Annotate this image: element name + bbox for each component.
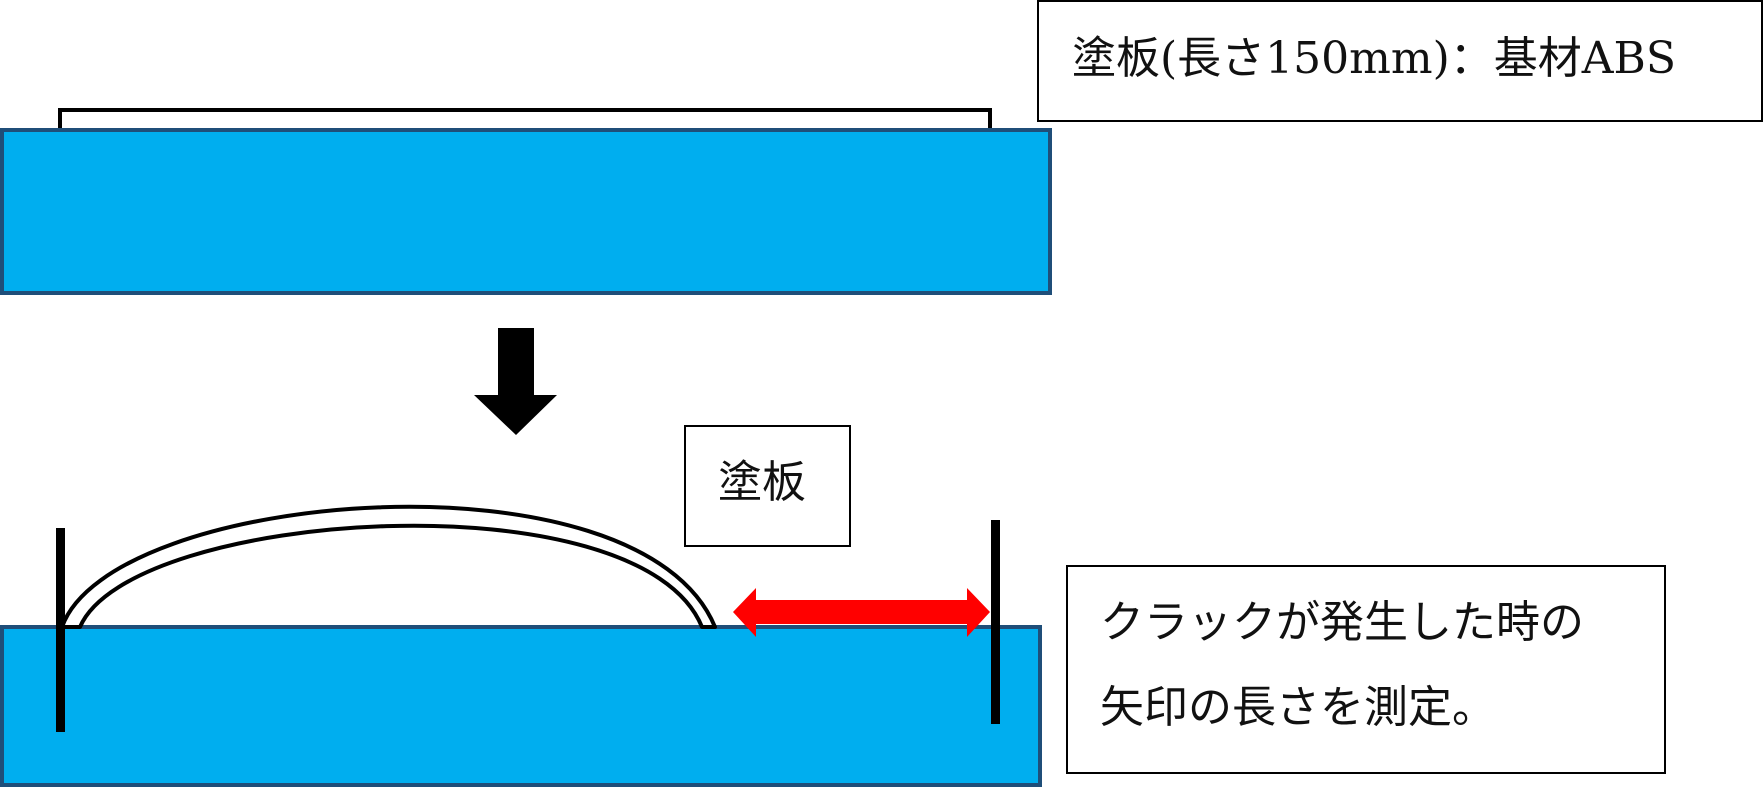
plate-spec-label: 塗板(長さ150mm)：基材ABS: [1072, 33, 1676, 84]
right-clamp-post: [991, 520, 1000, 724]
measurement-note-line1: クラックが発生した時の: [1100, 597, 1584, 648]
bottom-base-block: [0, 625, 1042, 787]
top-base-block: [0, 128, 1052, 295]
measurement-arrow: [733, 588, 990, 637]
plate-label-box: 塗板: [684, 425, 851, 547]
left-clamp-post: [56, 528, 65, 732]
plate-spec-label-box: 塗板(長さ150mm)：基材ABS: [1037, 0, 1763, 122]
down-arrow: [474, 328, 557, 435]
measurement-note-line2: 矢印の長さを測定。: [1100, 682, 1496, 733]
flat-coated-plate: [58, 108, 992, 132]
measurement-note-box: クラックが発生した時の 矢印の長さを測定。: [1066, 565, 1666, 774]
plate-label: 塗板: [718, 457, 806, 508]
bent-coated-plate: [60, 504, 717, 629]
